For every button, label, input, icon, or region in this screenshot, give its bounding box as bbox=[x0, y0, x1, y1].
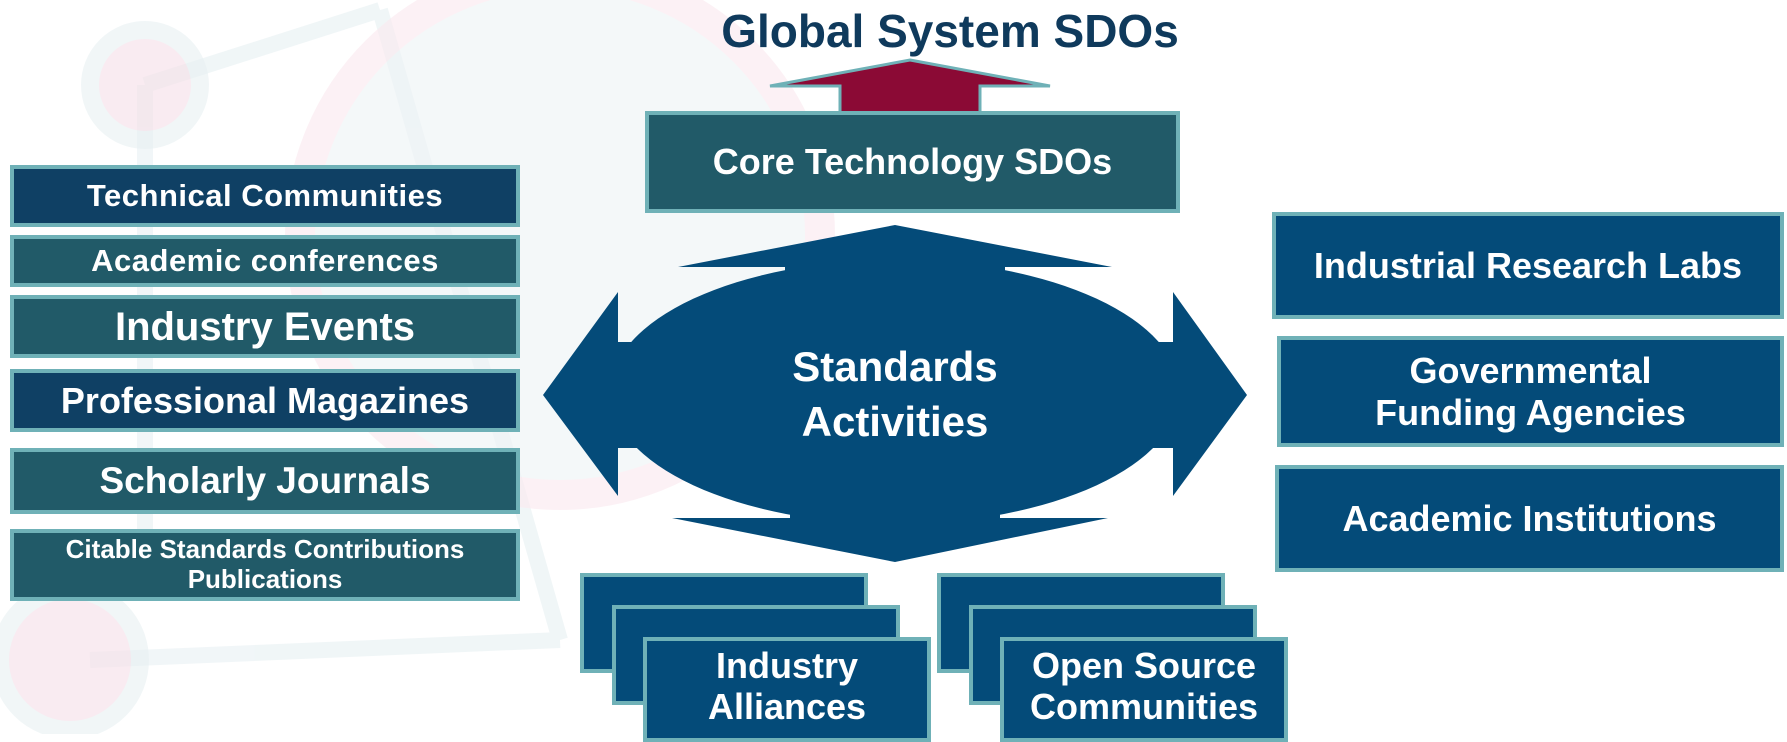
core-technology-sdos-label: Core Technology SDOs bbox=[712, 141, 1113, 183]
industry-alliances-label: Industry Alliances bbox=[707, 645, 867, 728]
left-box-technical-communities: Technical Communities bbox=[10, 165, 520, 227]
standards-activities-label: Standards Activities bbox=[720, 340, 1070, 449]
left-box-citable-standards-contributions: Citable Standards Contributions Publicat… bbox=[10, 529, 520, 601]
right-box-label: Governmental Funding Agencies bbox=[1375, 350, 1686, 433]
left-box-label: Technical Communities bbox=[86, 178, 444, 214]
right-box-governmental-funding-agencies: Governmental Funding Agencies bbox=[1277, 336, 1784, 447]
center-line-1: Standards bbox=[792, 343, 998, 390]
left-box-scholarly-journals: Scholarly Journals bbox=[10, 448, 520, 514]
core-technology-sdos-box: Core Technology SDOs bbox=[645, 111, 1180, 213]
up-arrow-icon bbox=[769, 58, 1051, 116]
center-line-2: Activities bbox=[801, 397, 989, 445]
open-source-communities-box: Open Source Communities bbox=[1000, 637, 1288, 742]
industry-alliances-box: Industry Alliances bbox=[643, 637, 931, 742]
left-box-label: Academic conferences bbox=[91, 243, 439, 279]
right-box-academic-institutions: Academic Institutions bbox=[1275, 465, 1784, 572]
left-box-label: Scholarly Journals bbox=[99, 459, 431, 501]
right-box-label: Industrial Research Labs bbox=[1313, 244, 1743, 286]
page-title: Global System SDOs bbox=[721, 5, 1179, 57]
right-box-industrial-research-labs: Industrial Research Labs bbox=[1272, 212, 1784, 319]
right-box-label: Academic Institutions bbox=[1342, 497, 1717, 539]
left-box-industry-events: Industry Events bbox=[10, 295, 520, 358]
left-box-professional-magazines: Professional Magazines bbox=[10, 369, 520, 432]
open-source-communities-label: Open Source Communities bbox=[1029, 645, 1259, 728]
standards-activities-shape bbox=[543, 225, 1247, 562]
left-box-label: Industry Events bbox=[114, 304, 416, 349]
left-box-label: Citable Standards Contributions Publicat… bbox=[65, 534, 465, 594]
left-box-label: Professional Magazines bbox=[60, 379, 470, 421]
left-box-academic-conferences: Academic conferences bbox=[10, 235, 520, 287]
